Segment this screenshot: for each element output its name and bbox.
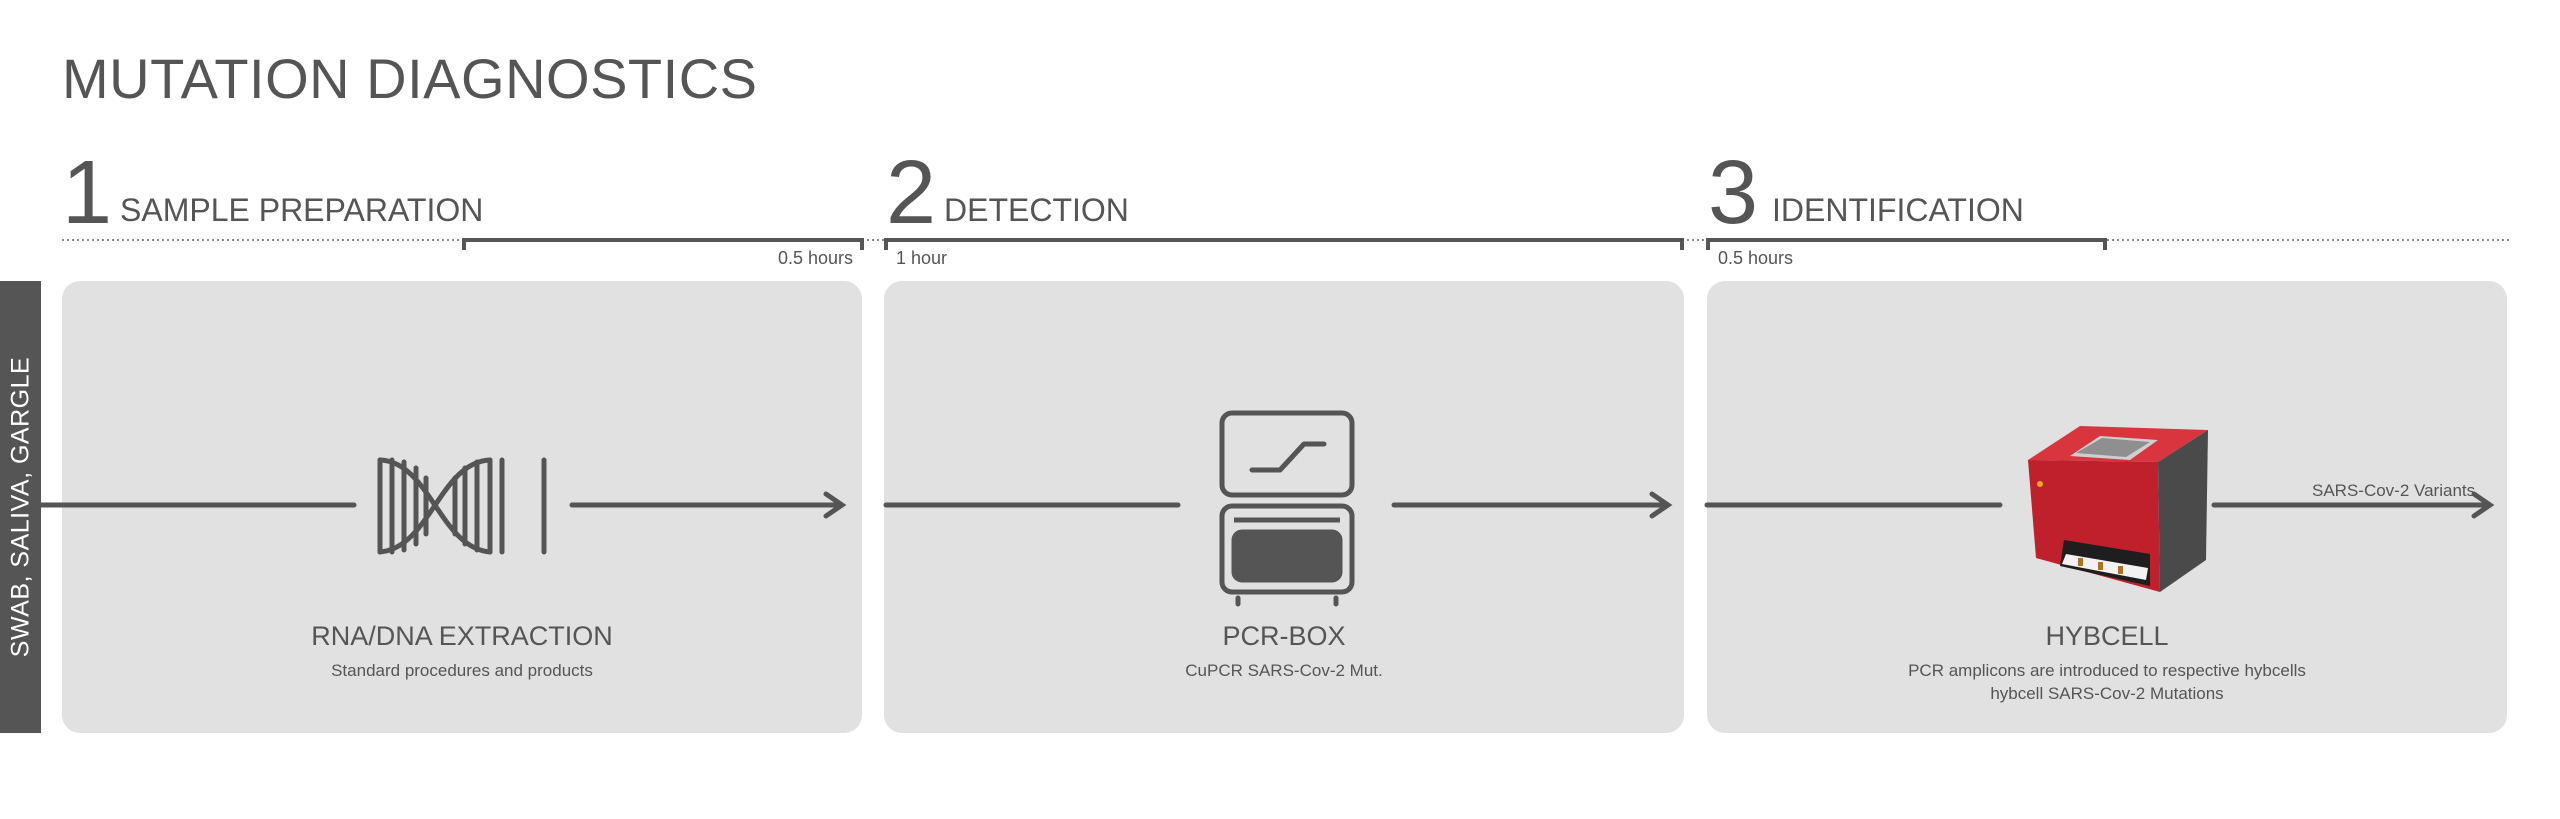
duration-bar-3 xyxy=(1706,238,2107,250)
output-label: SARS-Cov-2 Variants xyxy=(2312,481,2476,500)
step-number: 2 xyxy=(886,143,937,243)
page-title: MUTATION DIAGNOSTICS xyxy=(62,47,758,110)
device-title: PCR-BOX xyxy=(1222,621,1346,651)
description-line: CuPCR SARS-Cov-2 Mut. xyxy=(1185,661,1383,680)
duration-bar-2 xyxy=(884,238,1684,250)
device-description: CuPCR SARS-Cov-2 Mut. xyxy=(884,659,1684,682)
step-name: SAMPLE PREPARATION xyxy=(120,192,484,228)
step-name: IDENTIFICATION xyxy=(1772,192,2024,228)
device-title: RNA/DNA EXTRACTION xyxy=(311,621,613,651)
sample-type-label: SWAB, SALIVA, GARGLE xyxy=(6,356,34,658)
description-line: PCR amplicons are introduced to respecti… xyxy=(1908,661,2306,680)
panel-identification: HYBCELL PCR amplicons are introduced to … xyxy=(1707,281,2507,733)
device-title: HYBCELL xyxy=(2045,621,2169,651)
duration-label-3: 0.5 hours xyxy=(1718,248,1794,268)
description-line: hybcell SARS-Cov-2 Mutations xyxy=(1990,684,2224,703)
panel-sample-preparation: RNA/DNA EXTRACTION Standard procedures a… xyxy=(62,281,862,733)
device-description: PCR amplicons are introduced to respecti… xyxy=(1707,659,2507,705)
step-name: DETECTION xyxy=(944,192,1129,228)
duration-label-2: 1 hour xyxy=(896,248,948,268)
step-number: 3 xyxy=(1708,143,1759,243)
description-line: Standard procedures and products xyxy=(331,661,593,680)
sample-type-tab: SWAB, SALIVA, GARGLE xyxy=(0,281,41,733)
duration-bar-1 xyxy=(462,238,864,250)
duration-label-1: 0.5 hours xyxy=(778,248,854,268)
panel-detection: PCR-BOX CuPCR SARS-Cov-2 Mut. xyxy=(884,281,1684,733)
timeline xyxy=(62,238,2512,250)
step-number: 1 xyxy=(62,143,113,243)
device-description: Standard procedures and products xyxy=(62,659,862,682)
